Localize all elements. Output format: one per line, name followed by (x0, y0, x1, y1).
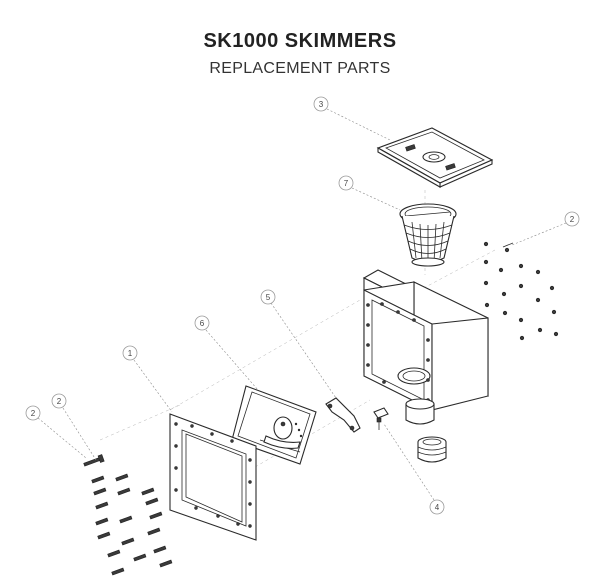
threaded-fitting (417, 436, 447, 463)
page-title: SK1000 SKIMMERS (203, 30, 397, 52)
callout-2-far-left: 2 (25, 405, 41, 421)
skimmer-lid (376, 127, 494, 188)
callout-1: 1 (122, 345, 138, 361)
skimmer-basket (399, 203, 457, 267)
callout-7: 7 (338, 175, 354, 191)
weir-clip (373, 407, 389, 430)
callout-6: 6 (194, 315, 210, 331)
callout-4: 4 (429, 499, 445, 515)
callout-2-top: 2 (564, 211, 580, 227)
svg-text:2: 2 (31, 409, 36, 418)
page-subtitle: REPLACEMENT PARTS (209, 60, 391, 77)
svg-text:7: 7 (344, 179, 349, 188)
svg-text:1: 1 (128, 349, 133, 358)
callout-3: 3 (313, 96, 329, 112)
skimmer-body (362, 269, 489, 425)
callout-leaders (37, 108, 567, 501)
svg-text:6: 6 (200, 319, 205, 328)
callout-5: 5 (260, 289, 276, 305)
svg-text:3: 3 (319, 100, 324, 109)
weir-hinge-bracket (325, 397, 361, 433)
face-plate (169, 413, 257, 541)
svg-text:2: 2 (570, 215, 575, 224)
faceplate-screws (83, 454, 173, 576)
callout-2-left: 2 (51, 393, 67, 409)
svg-text:4: 4 (435, 503, 440, 512)
lid-screws-cluster (483, 241, 559, 341)
svg-text:5: 5 (266, 293, 271, 302)
svg-text:2: 2 (57, 397, 62, 406)
